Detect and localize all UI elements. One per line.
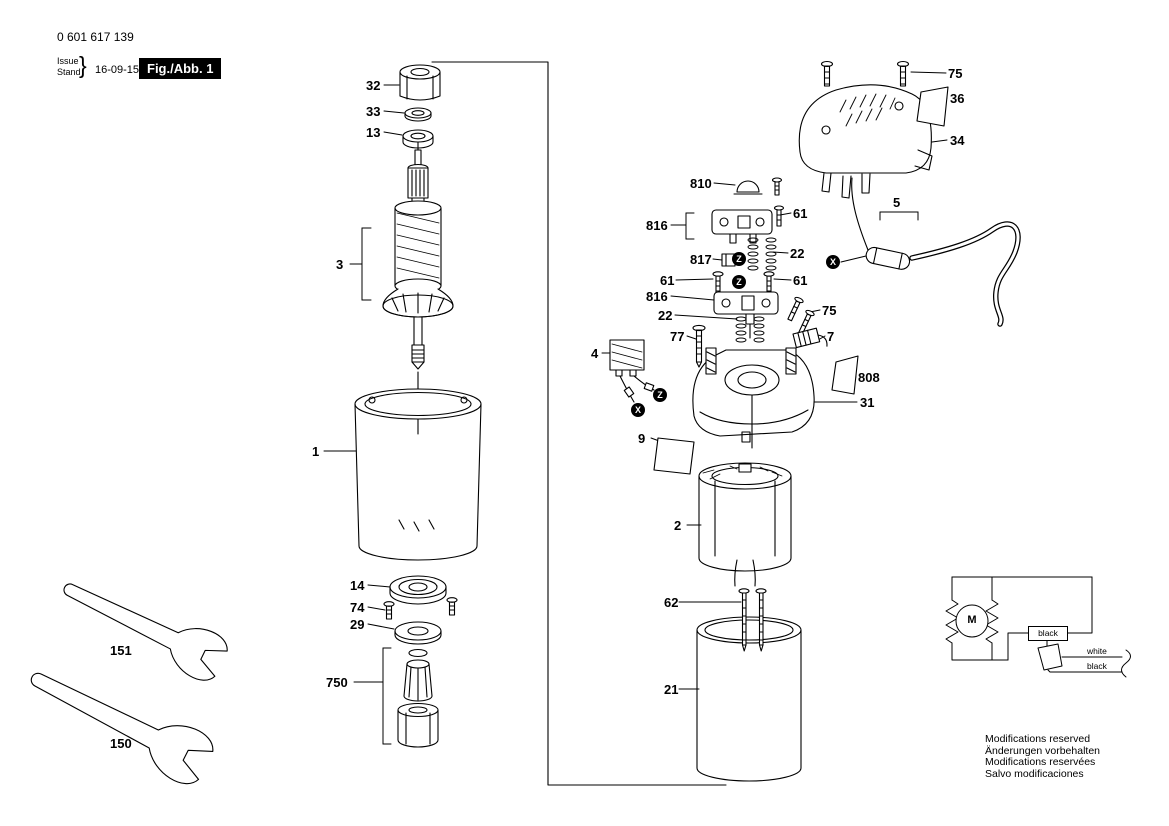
callout-33: 33: [366, 104, 381, 119]
callout-77: 77: [670, 329, 685, 344]
callout-150: 150: [110, 736, 132, 751]
callout-7: 7: [827, 329, 835, 344]
note-line-es: Salvo modificaciones: [985, 767, 1084, 780]
marker-z-screws: Z: [732, 275, 746, 289]
callout-816b: 816: [646, 289, 668, 304]
callout-62: 62: [664, 595, 679, 610]
note-line-fr: Modifications reservées: [985, 756, 1096, 768]
callout-817: 817: [690, 252, 712, 267]
callout-13: 13: [366, 125, 381, 140]
collet-set-750: [397, 648, 439, 748]
callout-22b: 22: [658, 308, 673, 323]
label-flag-9: [653, 437, 695, 475]
callout-4: 4: [591, 346, 599, 361]
issue-date: 16-09-15: [95, 64, 140, 76]
issue-label: Issue: [57, 56, 79, 66]
brush-holder-816-upper: [711, 205, 785, 244]
callout-61b: 61: [660, 273, 675, 288]
callout-75a: 75: [822, 303, 837, 318]
callout-21: 21: [664, 682, 679, 697]
wire-label-white: white: [1087, 646, 1107, 656]
screws-75-top: [820, 60, 910, 87]
label-flag-36: [916, 86, 949, 127]
motor-housing-21: [696, 616, 802, 782]
motor-cover-34: [798, 84, 933, 199]
callout-9: 9: [638, 431, 646, 446]
bearing-bracket-31: [692, 347, 815, 449]
callout-3: 3: [336, 257, 344, 272]
issue-stand-label: Issue Stand: [57, 56, 81, 77]
washer-29: [394, 621, 442, 645]
wrench-151: [63, 583, 228, 681]
callout-2: 2: [674, 518, 682, 533]
motor-symbol-label: M: [967, 614, 977, 626]
cable-5: [840, 177, 1021, 327]
carbon-brush-7: [792, 327, 828, 349]
bearing-14: [389, 575, 447, 605]
stand-label: Stand: [57, 66, 81, 77]
stator-2: [698, 462, 792, 587]
callout-5: 5: [893, 195, 901, 210]
marker-z-switch: Z: [653, 388, 667, 402]
part-number: 0 601 617 139: [57, 30, 134, 44]
callout-14: 14: [350, 578, 365, 593]
springs-22-upper: [747, 237, 777, 271]
callout-61a: 61: [793, 206, 808, 221]
brace: }: [79, 52, 87, 78]
armature-3: [382, 141, 454, 370]
wire-label-black-boxed: black: [1028, 626, 1068, 641]
switch-4: [609, 339, 655, 403]
note-line-en: Modifications reserved: [985, 733, 1091, 745]
clip-817: [721, 253, 736, 267]
washer-33: [404, 107, 432, 122]
callout-816a: 816: [646, 218, 668, 233]
label-flag-808: [831, 355, 859, 395]
motor-housing-1: [354, 371, 482, 561]
marker-x-cable: X: [826, 255, 840, 269]
callout-808: 808: [858, 370, 880, 385]
screw-77: [692, 324, 706, 368]
callout-151: 151: [110, 643, 132, 658]
callout-31: 31: [860, 395, 875, 410]
screws-75-middle: [787, 296, 815, 335]
modification-notes: Modifications reserved Änderungen vorbeh…: [985, 733, 1101, 780]
screws-62: [738, 588, 767, 652]
figure-label: Fig./Abb. 1: [139, 58, 222, 79]
callout-61c: 61: [793, 273, 808, 288]
brush-cap-810: [733, 177, 783, 196]
wrench-150: [30, 672, 214, 785]
callout-750: 750: [326, 675, 348, 690]
marker-z-clip: Z: [732, 252, 746, 266]
callout-1: 1: [312, 444, 320, 459]
brush-holder-816-lower: [713, 291, 779, 339]
wire-label-black: black: [1087, 661, 1107, 671]
springs-22-lower: [735, 316, 765, 343]
callout-36: 36: [950, 91, 965, 106]
callout-74: 74: [350, 600, 365, 615]
marker-x-switch: X: [631, 403, 645, 417]
note-line-de: Änderungen vorbehalten: [985, 744, 1101, 757]
screws-74: [383, 597, 458, 620]
callout-22a: 22: [790, 246, 805, 261]
callout-34: 34: [950, 133, 965, 148]
spindle-nut-32: [399, 64, 441, 101]
assembly-boundary-line: [431, 61, 727, 786]
callout-32: 32: [366, 78, 381, 93]
callout-810: 810: [690, 176, 712, 191]
callout-29: 29: [350, 617, 365, 632]
callout-75b: 75: [948, 66, 963, 81]
